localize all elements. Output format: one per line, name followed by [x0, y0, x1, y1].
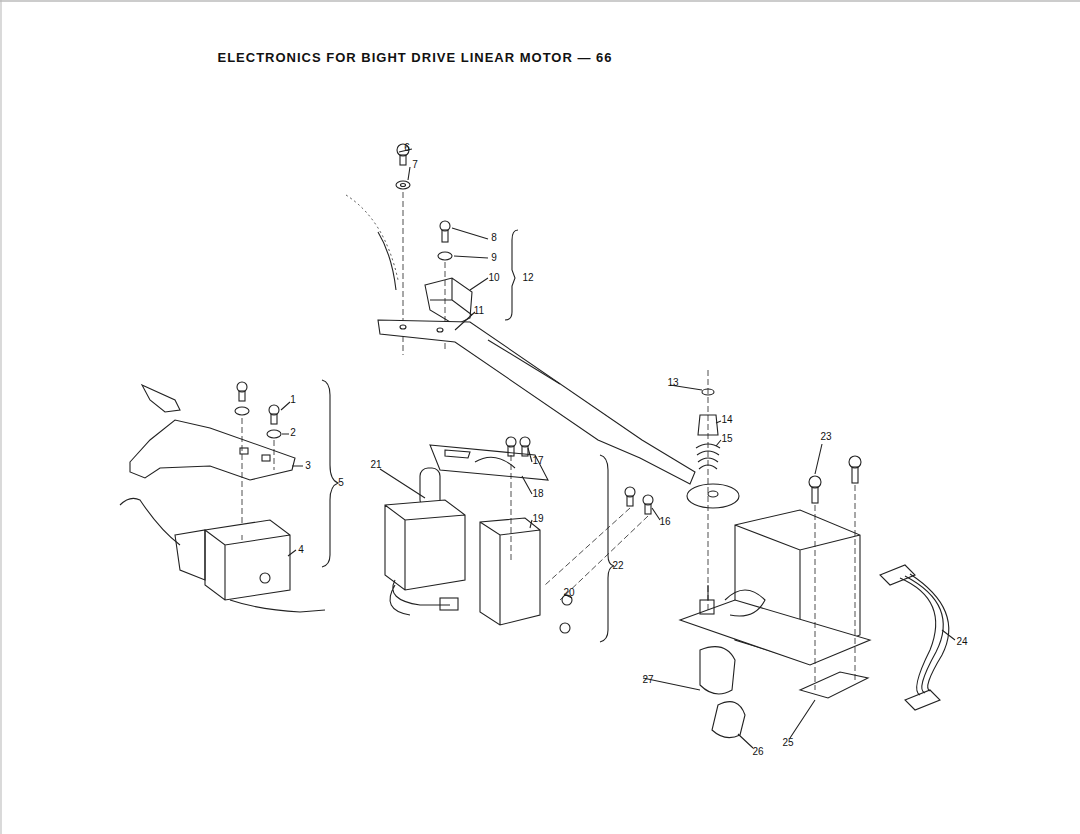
- callout-number: 23: [820, 432, 831, 442]
- callout-number: 17: [532, 456, 543, 466]
- callout-number: 13: [667, 378, 678, 388]
- callout-number: 7: [412, 160, 418, 170]
- callout-number: 12: [522, 273, 533, 283]
- callout-number: 3: [305, 461, 311, 471]
- callout-number: 4: [298, 545, 304, 555]
- callout-number: 6: [404, 143, 410, 153]
- callout-number: 21: [370, 460, 381, 470]
- callout-number: 10: [488, 273, 499, 283]
- callout-number: 1: [290, 395, 296, 405]
- callout-number: 14: [721, 415, 732, 425]
- callout-number: 22: [612, 561, 623, 571]
- callout-number: 25: [782, 738, 793, 748]
- callout-number: 11: [474, 306, 484, 316]
- callout-number: 27: [642, 675, 653, 685]
- callout-number: 2: [290, 428, 296, 438]
- callout-number: 5: [338, 478, 344, 488]
- callout-number: 16: [659, 517, 670, 527]
- callout-number: 24: [956, 637, 967, 647]
- callout-number: 9: [491, 253, 497, 263]
- callout-number: 8: [491, 233, 497, 243]
- diagram-title: ELECTRONICS FOR BIGHT DRIVE LINEAR MOTOR…: [217, 51, 612, 64]
- callout-number: 19: [532, 514, 543, 524]
- callout-number: 15: [721, 434, 732, 444]
- callout-number: 20: [563, 588, 574, 598]
- callout-number: 26: [752, 747, 763, 757]
- callout-number: 18: [532, 489, 543, 499]
